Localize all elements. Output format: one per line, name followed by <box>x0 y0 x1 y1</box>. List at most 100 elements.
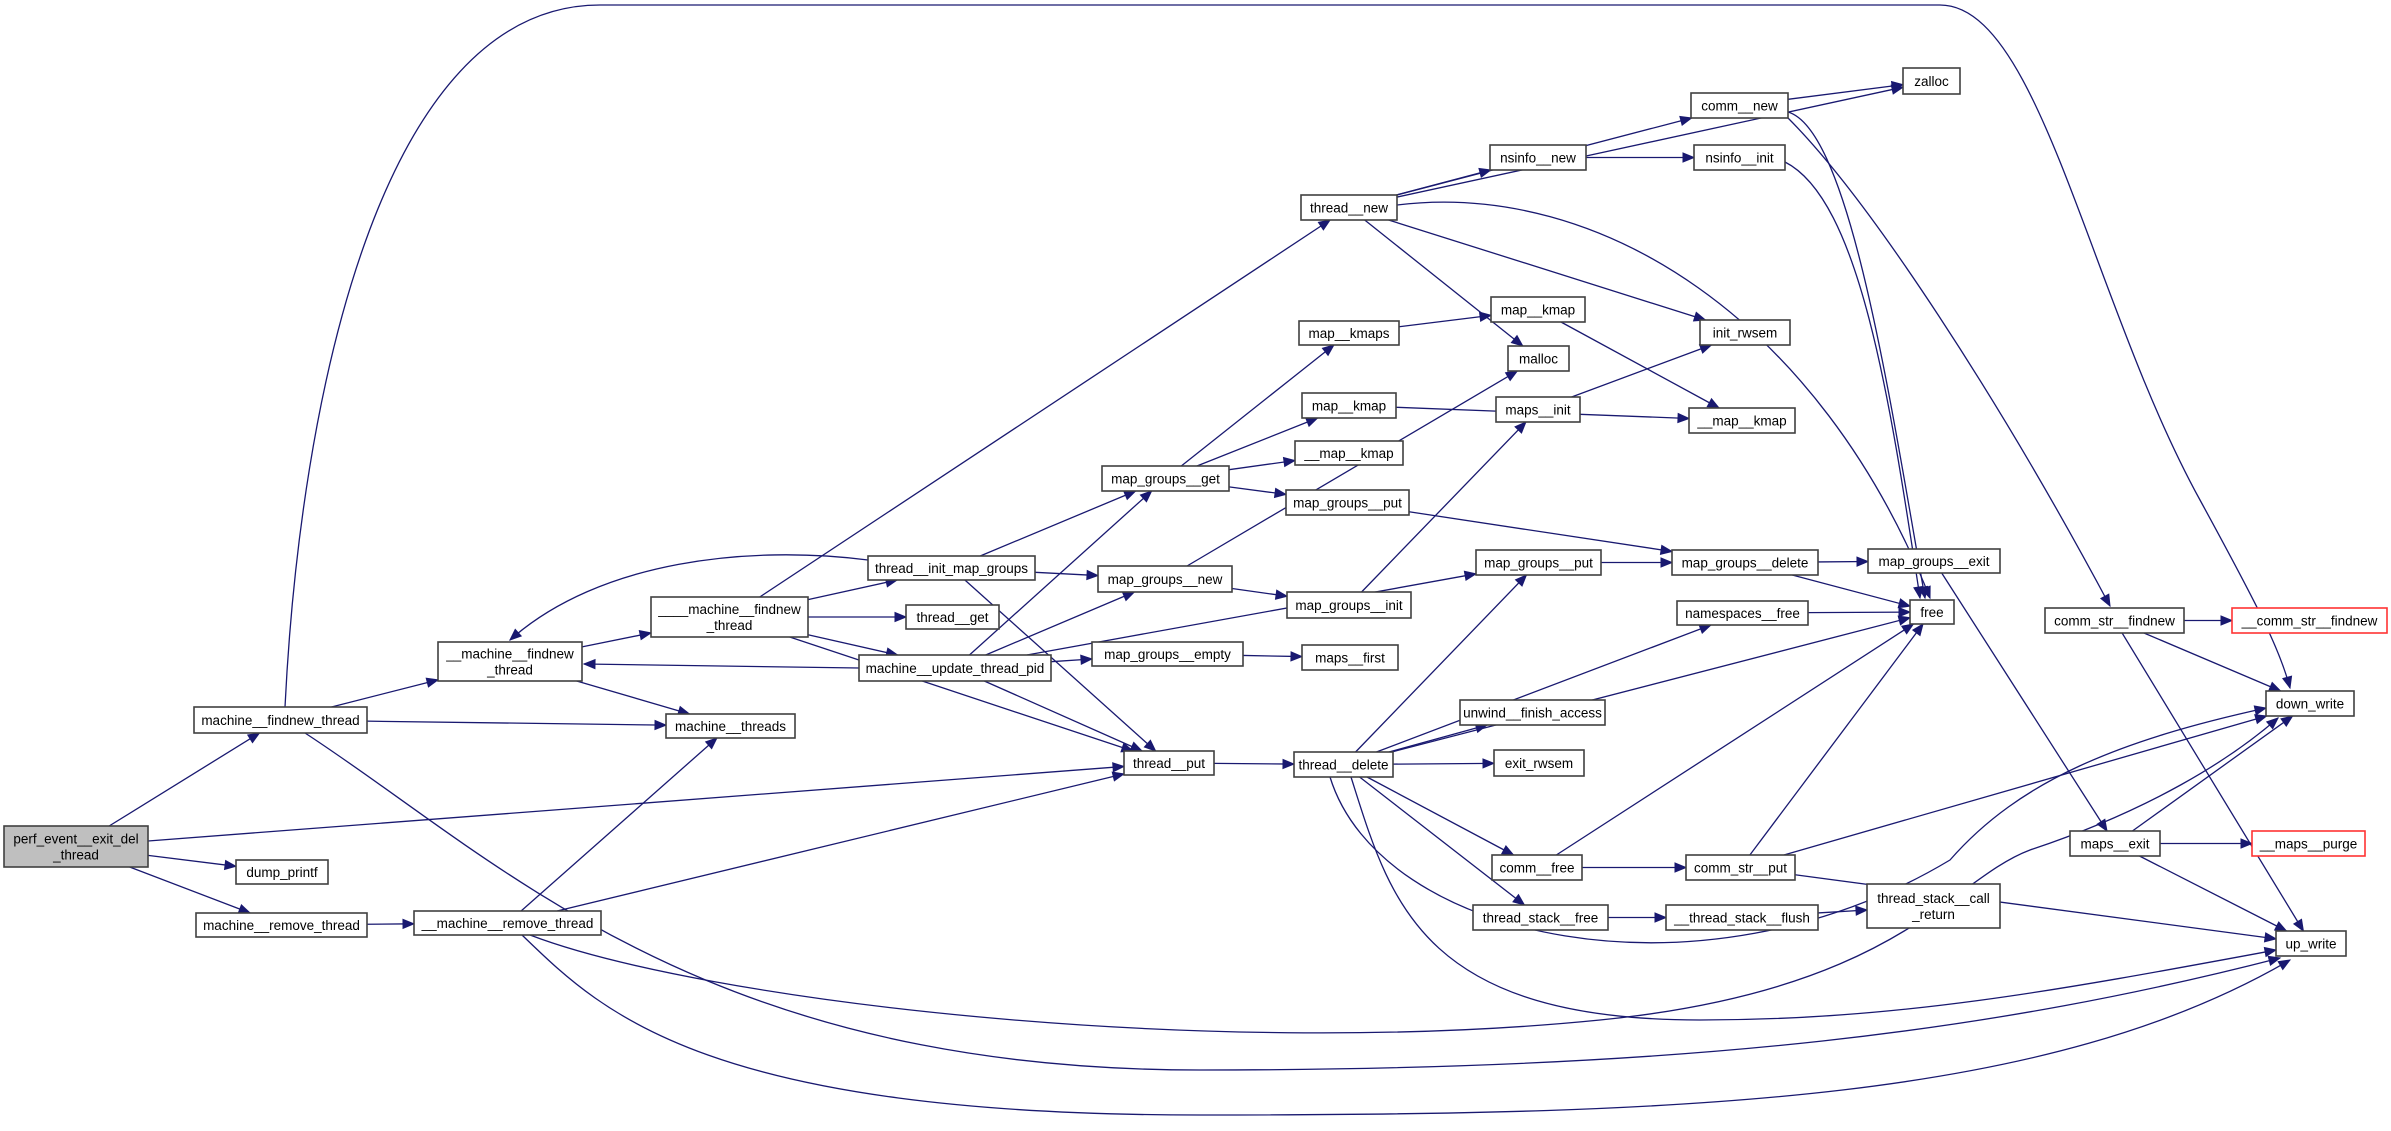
node-box[interactable] <box>1491 854 1583 881</box>
node-box[interactable] <box>1688 407 1796 434</box>
node-thread-delete[interactable]: thread__delete <box>1293 751 1394 778</box>
node-map-groups-empty[interactable]: map_groups__empty <box>1091 641 1244 667</box>
node-box[interactable] <box>1671 549 1819 576</box>
node-namespaces-free[interactable]: namespaces__free <box>1676 600 1809 626</box>
node-box[interactable] <box>1902 67 1961 95</box>
node-box[interactable] <box>1493 749 1585 777</box>
node-thread-new[interactable]: thread__new <box>1300 194 1398 221</box>
node-box[interactable] <box>1472 904 1609 931</box>
node-box[interactable] <box>1665 904 1819 931</box>
node-map-kmap-a[interactable]: __map__kmap <box>1294 440 1404 466</box>
node-box[interactable] <box>1300 194 1398 221</box>
node-box[interactable] <box>413 910 602 936</box>
node-malloc[interactable]: malloc <box>1507 345 1570 372</box>
node-machine-update-thread-pid[interactable]: machine__update_thread_pid <box>858 654 1052 682</box>
node-box[interactable] <box>1693 144 1786 171</box>
node-box[interactable] <box>2231 607 2388 634</box>
node-machine-threads[interactable]: machine__threads <box>665 713 796 739</box>
node-map-groups-get[interactable]: map_groups__get <box>1101 465 1230 492</box>
node-box[interactable] <box>2251 830 2366 857</box>
node-box[interactable] <box>650 596 809 638</box>
node-box[interactable] <box>1285 489 1410 516</box>
node-exit-rwsem[interactable]: exit_rwsem <box>1493 749 1585 777</box>
node-machine-remove-thread[interactable]: __machine__remove_thread <box>413 910 602 936</box>
node-map-groups-delete[interactable]: map_groups__delete <box>1671 549 1819 576</box>
node-box[interactable] <box>1286 591 1412 619</box>
node-comm-str-findnew[interactable]: __comm_str__findnew <box>2231 607 2388 634</box>
node-box[interactable] <box>1294 440 1404 466</box>
node-box[interactable] <box>3 825 149 868</box>
node-box[interactable] <box>1867 548 2001 574</box>
node-box[interactable] <box>2044 607 2185 634</box>
node-box[interactable] <box>1301 392 1397 419</box>
node-box[interactable] <box>2265 690 2355 717</box>
node-box[interactable] <box>437 641 583 682</box>
node-map-groups-put-b[interactable]: map_groups__put <box>1475 549 1602 576</box>
node-box[interactable] <box>1676 600 1809 626</box>
node-thread-stack-free[interactable]: thread_stack__free <box>1472 904 1609 931</box>
node-map-kmaps[interactable]: map__kmaps <box>1298 320 1400 346</box>
node-box[interactable] <box>1507 345 1570 372</box>
node-box[interactable] <box>1123 750 1215 776</box>
node-maps-exit[interactable]: maps__exit <box>2069 830 2161 857</box>
node-box[interactable] <box>2275 930 2347 957</box>
node-comm-str-put[interactable]: comm_str__put <box>1685 854 1796 881</box>
node-machine-findnew-thread[interactable]: __machine__findnew_thread <box>437 641 583 682</box>
node-thread-init-map-groups[interactable]: thread__init_map_groups <box>867 555 1036 581</box>
node-box[interactable] <box>1495 396 1581 423</box>
node-comm-str-findnew[interactable]: comm_str__findnew <box>2044 607 2185 634</box>
node-box[interactable] <box>1301 644 1399 671</box>
node-up-write[interactable]: up_write <box>2275 930 2347 957</box>
node-box[interactable] <box>1293 751 1394 778</box>
node-thread-stack-call-return[interactable]: thread_stack__call_return <box>1866 883 2001 929</box>
node-box[interactable] <box>1909 599 1955 625</box>
node-box[interactable] <box>867 555 1036 581</box>
node-map-kmap-a[interactable]: map__kmap <box>1301 392 1397 419</box>
node-box[interactable] <box>1459 699 1606 726</box>
node-dump-printf[interactable]: dump_printf <box>235 859 329 885</box>
node-map-groups-init[interactable]: map_groups__init <box>1286 591 1412 619</box>
node-box[interactable] <box>1298 320 1400 346</box>
node-box[interactable] <box>1690 92 1789 119</box>
node-box[interactable] <box>195 912 368 938</box>
node-box[interactable] <box>665 713 796 739</box>
node-box[interactable] <box>1489 144 1587 171</box>
node-box[interactable] <box>1685 854 1796 881</box>
node-box[interactable] <box>1475 549 1602 576</box>
node-init-rwsem[interactable]: init_rwsem <box>1699 319 1791 346</box>
node-map-kmap-b[interactable]: __map__kmap <box>1688 407 1796 434</box>
node-box[interactable] <box>858 654 1052 682</box>
node-maps-purge[interactable]: __maps__purge <box>2251 830 2366 857</box>
node-thread-get[interactable]: thread__get <box>905 604 1000 630</box>
node-box[interactable] <box>2069 830 2161 857</box>
node-unwind-finish-access[interactable]: unwind__finish_access <box>1459 699 1606 726</box>
node-box[interactable] <box>1091 641 1244 667</box>
node-map-groups-exit[interactable]: map_groups__exit <box>1867 548 2001 574</box>
node-maps-first[interactable]: maps__first <box>1301 644 1399 671</box>
node-machine-findnew-thread[interactable]: machine__findnew_thread <box>193 706 368 734</box>
node-map-groups-put-a[interactable]: map_groups__put <box>1285 489 1410 516</box>
node-box[interactable] <box>905 604 1000 630</box>
node-down-write[interactable]: down_write <box>2265 690 2355 717</box>
node-box[interactable] <box>1097 565 1233 593</box>
node-comm-free[interactable]: comm__free <box>1491 854 1583 881</box>
node-machine-remove-thread[interactable]: machine__remove_thread <box>195 912 368 938</box>
node-zalloc[interactable]: zalloc <box>1902 67 1961 95</box>
node-box[interactable] <box>1699 319 1791 346</box>
node-box[interactable] <box>1101 465 1230 492</box>
node-map-kmap-b[interactable]: map__kmap <box>1490 296 1586 323</box>
node-thread-stack-flush[interactable]: __thread_stack__flush <box>1665 904 1819 931</box>
node-nsinfo-init[interactable]: nsinfo__init <box>1693 144 1786 171</box>
node-map-groups-new[interactable]: map_groups__new <box>1097 565 1233 593</box>
node-free[interactable]: free <box>1909 599 1955 625</box>
node-maps-init[interactable]: maps__init <box>1495 396 1581 423</box>
node-machine-findnew-thread[interactable]: ____machine__findnew_thread <box>650 596 809 638</box>
node-comm-new[interactable]: comm__new <box>1690 92 1789 119</box>
node-box[interactable] <box>235 859 329 885</box>
node-box[interactable] <box>1866 883 2001 929</box>
node-box[interactable] <box>1490 296 1586 323</box>
node-thread-put[interactable]: thread__put <box>1123 750 1215 776</box>
node-nsinfo-new[interactable]: nsinfo__new <box>1489 144 1587 171</box>
node-perf-event-exit-del-thread[interactable]: perf_event__exit_del_thread <box>3 825 149 868</box>
node-box[interactable] <box>193 706 368 734</box>
